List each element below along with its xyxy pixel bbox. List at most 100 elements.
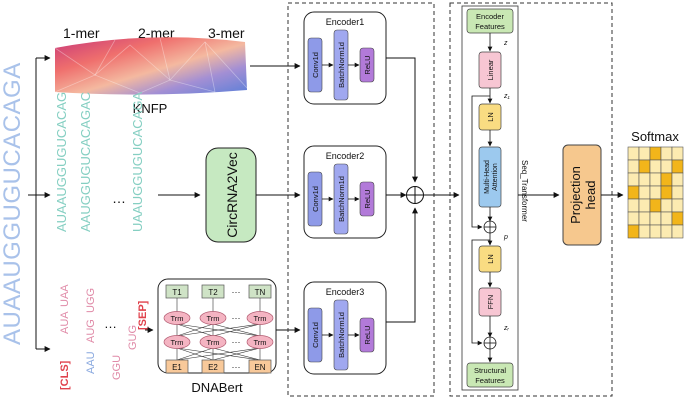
softmax-cell <box>627 185 640 200</box>
circ-seq-1: AUAAUGGUGUCACAG <box>54 92 69 232</box>
softmax-cell <box>671 159 684 174</box>
softmax-cell <box>660 224 673 239</box>
kmer-label-3: 3-mer <box>208 25 245 41</box>
embedding-e1: E1 <box>172 363 182 372</box>
circ-ellipsis: … <box>112 190 126 206</box>
encoder-features-line1: Encoder <box>476 12 504 21</box>
input-branch-arrows <box>28 55 51 352</box>
softmax-cell <box>627 224 640 239</box>
softmax-cell <box>649 159 662 174</box>
softmax-cell <box>660 172 673 187</box>
var-p: p <box>503 234 508 241</box>
softmax-cell <box>671 185 684 200</box>
structural-features-line2: Features <box>475 376 505 385</box>
fusion-add-icon <box>406 186 424 204</box>
dnabert-label: DNABert <box>191 380 243 395</box>
softmax-cell <box>660 159 673 174</box>
projection-head-label-1: Projection <box>568 166 583 224</box>
token-aua: AUA <box>59 311 71 334</box>
softmax-cell <box>649 211 662 226</box>
softmax-cell <box>638 185 651 200</box>
token-aug: AUG <box>85 319 97 343</box>
softmax-cell <box>649 198 662 213</box>
token-aau: AAU <box>85 351 97 374</box>
dnabert-input-embeddings: E1 E2 EN ··· <box>165 359 272 374</box>
attention-label-2: Attention <box>492 163 499 191</box>
dnabert-token-inputs: [CLS] AUA UAA AAU AUG UGG GGU … GUG [SEP… <box>59 284 149 390</box>
residual-add-icon-2 <box>483 336 497 350</box>
knfp-label: KNFP <box>133 101 168 116</box>
attention-label-1: Multi-Head <box>484 160 491 194</box>
softmax-cell <box>627 198 640 213</box>
encoder3-batchnorm: BatchNorm1d <box>337 312 346 358</box>
softmax-cell <box>649 224 662 239</box>
softmax-cell <box>638 224 651 239</box>
encoder2-title: Encoder2 <box>326 151 365 161</box>
dots-mid-lower: ··· <box>232 337 241 347</box>
encoder2-batchnorm: BatchNorm1d <box>337 176 346 222</box>
circrna2vec-sequences: AUAAUGGUGUCACAG AAUGGUGUCACAGAC … UAAUGG… <box>54 92 145 232</box>
softmax-cell <box>660 198 673 213</box>
dots-mid-upper: ··· <box>232 313 241 323</box>
softmax-label: Softmax <box>631 129 679 144</box>
encoder3-relu: ReLU <box>363 325 372 344</box>
encoder2-relu: ReLU <box>363 189 372 208</box>
kmer-label-1: 1-mer <box>63 25 100 41</box>
seq-transformer-stack: Encoder Features Linear LN Multi-Head At… <box>466 8 514 388</box>
projection-head-label-2: head <box>583 181 598 210</box>
softmax-cell <box>627 146 640 161</box>
encoder-to-fusion-arrows <box>386 57 418 323</box>
encoder1-conv: Conv1d <box>311 52 320 78</box>
encoder3: Encoder3 Conv1d BatchNorm1d ReLU <box>303 281 387 375</box>
knfp-block: 1-mer 2-mer 3-mer KNFP <box>54 25 248 116</box>
var-z: z <box>503 40 508 47</box>
softmax-cell <box>638 198 651 213</box>
trm-layer-lower: Trm Trm Trm ··· <box>163 335 274 349</box>
encoder2-conv: Conv1d <box>311 186 320 212</box>
dots-top: ··· <box>232 287 241 297</box>
softmax-cell <box>638 172 651 187</box>
softmax-cell <box>649 146 662 161</box>
seq-flow-arrows <box>471 33 493 363</box>
token-gug: GUG <box>127 325 139 350</box>
encoder3-conv: Conv1d <box>311 322 320 348</box>
encoder1: Encoder1 Conv1d BatchNorm1d ReLU <box>303 11 387 105</box>
softmax-cell <box>649 172 662 187</box>
ln2-label: LN <box>486 254 495 264</box>
circrna2vec-label: CircRNA2Vec <box>224 152 240 238</box>
seq-transformer-label: Seq_Transformer <box>520 160 529 222</box>
dnabert-block: T1 T2 TN ··· Trm Trm Trm ··· <box>157 278 277 395</box>
linear-label: Linear <box>486 59 495 80</box>
input-sequence: AUAAUGGUGUCACAGA <box>0 62 26 345</box>
softmax-cell <box>660 185 673 200</box>
token-t2: T2 <box>208 288 218 297</box>
encoders-region <box>287 2 435 397</box>
softmax-grid <box>627 146 684 239</box>
softmax-cell <box>649 185 662 200</box>
encoder1-title: Encoder1 <box>326 17 365 27</box>
softmax-cell <box>627 159 640 174</box>
softmax-cell <box>671 224 684 239</box>
embedding-en: EN <box>254 363 265 372</box>
dots-bottom: ··· <box>232 362 241 372</box>
softmax-cell <box>671 146 684 161</box>
softmax-cell <box>638 211 651 226</box>
softmax-cell <box>638 146 651 161</box>
dnabert-connections <box>176 298 261 361</box>
token-ellipsis: … <box>104 316 117 331</box>
seq-transformer-region <box>449 2 613 397</box>
encoder1-relu: ReLU <box>363 55 372 74</box>
seq-transformer-inner <box>461 5 519 391</box>
token-tn: TN <box>255 288 266 297</box>
encoder3-title: Encoder3 <box>326 287 365 297</box>
trm-label: Trm <box>206 338 219 347</box>
trm-layer-upper: Trm Trm Trm ··· <box>163 311 274 325</box>
embedding-e2: E2 <box>208 363 218 372</box>
structural-features-box <box>466 362 514 388</box>
knfp-facets <box>54 37 248 94</box>
softmax-cell <box>671 198 684 213</box>
softmax-cell <box>671 172 684 187</box>
token-ugg: UGG <box>85 288 97 313</box>
trm-label: Trm <box>206 314 219 323</box>
